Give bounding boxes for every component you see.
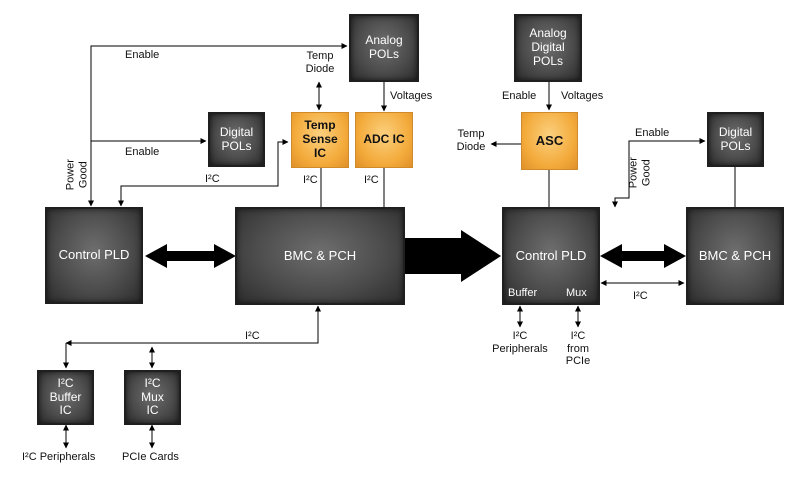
i2c-temp-to-pld: [118, 139, 289, 207]
bmc-pch-left-block: BMC & PCH: [235, 207, 405, 305]
buffer-port-label: Buffer: [508, 287, 538, 299]
pld-bmc-thick-arrow-left: [145, 244, 236, 268]
control-pld-left-block: Control PLD: [45, 207, 143, 304]
analog-digital-pols-block: Analog Digital POLs: [514, 14, 582, 82]
power-good-right-line: [612, 196, 630, 208]
power-good-left-label: Power Good: [64, 159, 89, 191]
i2c-bus-line: [65, 305, 321, 346]
i2c-adc-label: I²C: [364, 174, 379, 186]
i2c-peripherals-left-label: I²C Peripherals: [22, 451, 96, 463]
enable-top-left-label: Enable: [125, 49, 160, 61]
i2c-peripherals-right-label: I²C Peripherals: [492, 330, 548, 355]
analog-pols-left-block: Analog POLs: [349, 14, 419, 82]
i2c-from-pcie-label: I²C from PCIe: [565, 330, 591, 368]
voltages-left-label: Voltages: [390, 90, 433, 102]
enable-right-asc-label: Enable: [502, 90, 537, 102]
temp-diode-right-label: Temp Diode: [456, 128, 486, 153]
i2c-mux-ic-block: I²C Mux IC: [124, 370, 181, 425]
i2c-buffer-ic-block: I²C Buffer IC: [37, 370, 94, 425]
asc-block: ASC: [521, 112, 578, 170]
voltages-right-label: Voltages: [561, 90, 604, 102]
pld-bmc-thick-arrow-right: [600, 244, 686, 268]
digital-pols-left-block: Digital POLs: [208, 112, 265, 167]
control-pld-right-block: Control PLD: [502, 207, 600, 305]
enable-right-top-label: Enable: [635, 127, 670, 139]
temp-sense-ic-block: Temp Sense IC: [291, 112, 349, 168]
i2c-right-link-label: I²C: [633, 290, 648, 302]
i2c-temp-label: I²C: [303, 174, 318, 186]
adc-ic-block: ADC IC: [355, 112, 413, 168]
i2c-pld-left-label: I²C: [205, 173, 220, 185]
pcie-cards-label: PCIe Cards: [122, 451, 179, 463]
enable-right-line: [628, 138, 706, 196]
digital-pols-right-block: Digital POLs: [707, 112, 764, 167]
mux-port-label: Mux: [566, 287, 587, 299]
enable-mid-left-label: Enable: [125, 146, 160, 158]
power-good-right-label: Power Good: [627, 157, 652, 189]
i2c-bottom-bus-label: I²C: [245, 330, 260, 342]
bmc-to-pld-big-arrow: [405, 230, 501, 282]
temp-diode-left-label: Temp Diode: [305, 50, 335, 75]
bmc-pch-right-block: BMC & PCH: [686, 207, 784, 305]
